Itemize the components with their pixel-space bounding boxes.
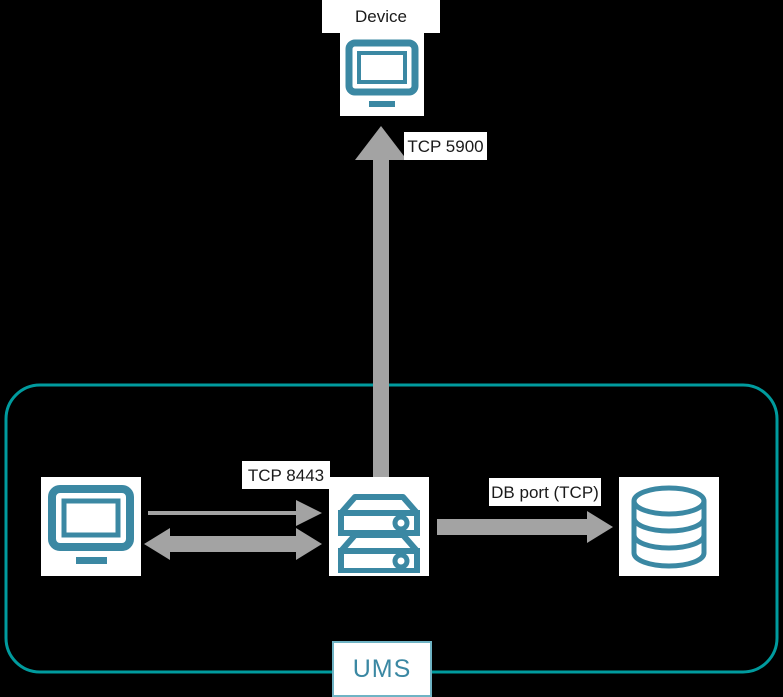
ums-boundary-label: UMS [332,641,432,697]
database-node-icon-tile [619,477,719,576]
device-label-text: Device [355,7,407,26]
arrow-client-to-server-thin [148,500,322,526]
ums-boundary-label-text: UMS [352,654,412,683]
tcp-8443-label: TCP 8443 [242,461,330,489]
server-icon [338,493,420,573]
database-icon [631,485,707,568]
monitor-icon [48,484,134,564]
db-port-label-text: DB port (TCP) [491,482,599,502]
db-port-label: DB port (TCP) [489,478,601,506]
tcp-8443-label-text: TCP 8443 [247,465,325,485]
server-node-icon-tile [329,477,429,576]
monitor-icon [345,39,419,107]
device-node-icon-tile [340,33,424,116]
tcp-5900-label-text: TCP 5900 [407,136,484,156]
arrow-server-to-device [355,126,407,480]
tcp-5900-label: TCP 5900 [404,132,487,160]
device-label: Device [322,0,440,33]
arrow-client-to-server-double [144,528,322,560]
arrow-server-to-database [437,511,613,543]
client-node-icon-tile [41,477,141,576]
